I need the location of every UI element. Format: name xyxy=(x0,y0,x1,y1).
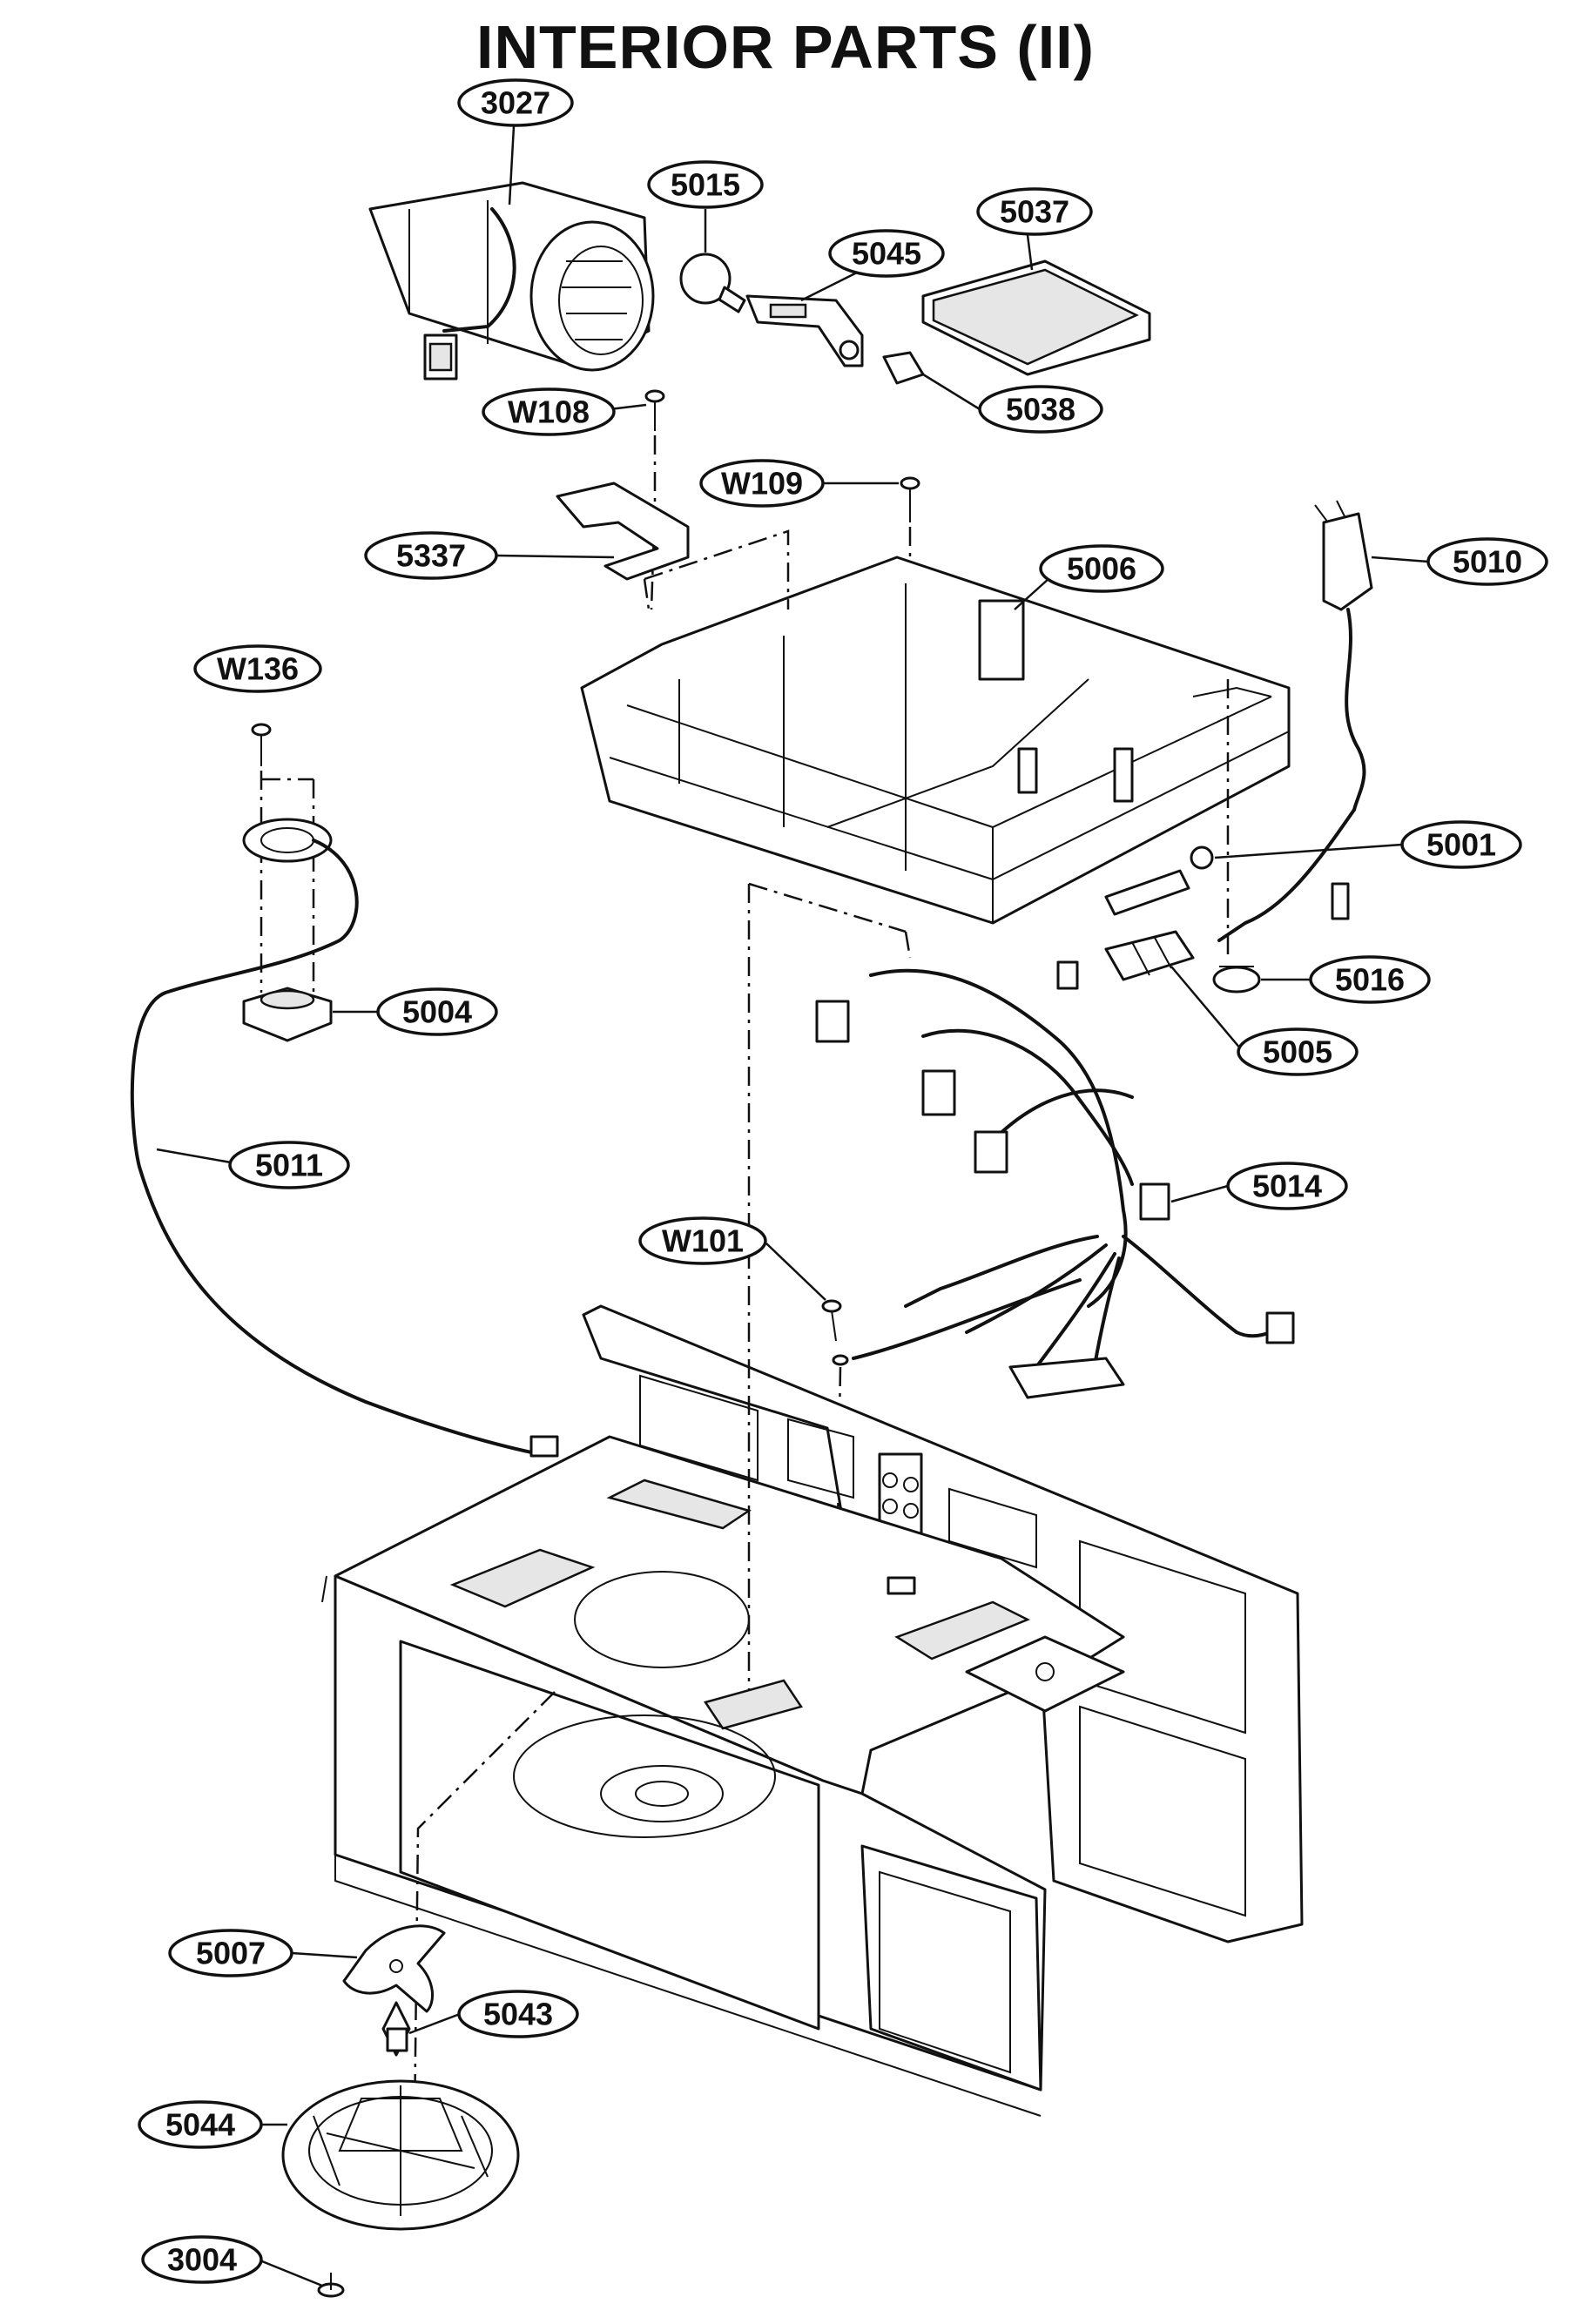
turntable-axis xyxy=(412,1688,558,2204)
callout-label: 5037 xyxy=(1000,194,1069,230)
fuse-drawing xyxy=(1104,845,1214,916)
callout-5001: 5001 xyxy=(1400,820,1522,869)
lamp-cap-drawing xyxy=(882,351,925,385)
screw-w136-drawing xyxy=(251,723,272,766)
callout-label: 5045 xyxy=(852,236,921,272)
callout-label: 5004 xyxy=(402,994,472,1030)
screw-w136-axis xyxy=(260,771,315,993)
callout-label: 5038 xyxy=(1006,392,1075,428)
callout-5037: 5037 xyxy=(976,187,1093,236)
callout-label: 5337 xyxy=(396,538,466,574)
callout-w136: W136 xyxy=(193,644,322,693)
callout-label: 5005 xyxy=(1263,1034,1332,1070)
callout-5043: 5043 xyxy=(457,1990,579,2038)
callout-label: 5044 xyxy=(165,2107,235,2143)
callout-5006: 5006 xyxy=(1039,544,1164,593)
stirrer-wire-connector-drawing xyxy=(529,1435,559,1458)
callout-label: 5006 xyxy=(1067,551,1136,587)
callout-label: 5010 xyxy=(1453,544,1522,580)
stirrer-wire-drawing xyxy=(130,839,542,1456)
callout-5044: 5044 xyxy=(138,2100,263,2149)
blower-fan-motor-drawing xyxy=(368,181,655,381)
callout-5005: 5005 xyxy=(1237,1027,1359,1076)
callout-label: 5014 xyxy=(1252,1169,1322,1204)
callout-w101: W101 xyxy=(638,1216,767,1265)
callout-5016: 5016 xyxy=(1309,955,1431,1004)
tray-mount-axis xyxy=(747,882,912,1689)
callout-label: 5016 xyxy=(1335,962,1405,998)
lamp-bulb-drawing xyxy=(679,253,746,313)
component-tray-drawing xyxy=(580,556,1291,925)
thermal-cutout-drawing xyxy=(1212,966,1261,994)
callout-5007: 5007 xyxy=(168,1929,293,1977)
wire-harness-drawing xyxy=(815,882,1350,1399)
callout-label: W108 xyxy=(508,394,590,430)
screw-w108-drawing xyxy=(644,389,665,431)
callout-5337: 5337 xyxy=(364,531,498,580)
callout-label: 5011 xyxy=(255,1148,323,1183)
callout-5014: 5014 xyxy=(1226,1162,1348,1210)
callout-5045: 5045 xyxy=(828,229,945,278)
callout-5010: 5010 xyxy=(1426,537,1548,586)
callout-label: 5015 xyxy=(671,167,740,203)
plate-5337-axis xyxy=(643,529,790,610)
callout-label: W136 xyxy=(217,651,299,687)
screw-3004-drawing xyxy=(317,2273,345,2298)
lamp-socket-bracket-drawing xyxy=(745,294,864,367)
callout-label: W101 xyxy=(662,1223,744,1259)
callout-5004: 5004 xyxy=(376,987,498,1036)
power-cord-drawing xyxy=(1217,500,1373,942)
grease-filter-drawing xyxy=(921,259,1151,376)
callout-label: W109 xyxy=(721,466,803,502)
callout-5038: 5038 xyxy=(978,385,1103,434)
page-title: INTERIOR PARTS (II) xyxy=(476,13,1095,81)
oven-cavity-chassis-drawing xyxy=(321,1304,1304,2117)
coupler-drawing xyxy=(381,2001,411,2057)
callout-label: 3004 xyxy=(167,2242,237,2278)
callout-w109: W109 xyxy=(699,459,825,508)
turntable-support-drawing xyxy=(281,2079,520,2231)
callout-label: 5043 xyxy=(483,1997,553,2032)
fuse-holder-cover-drawing xyxy=(1104,930,1195,981)
callout-3027: 3027 xyxy=(457,78,574,127)
callout-5015: 5015 xyxy=(647,160,764,209)
callout-w108: W108 xyxy=(482,387,616,436)
plate-5337-drawing xyxy=(556,482,690,581)
callout-label: 5001 xyxy=(1426,827,1496,863)
leader-lines xyxy=(156,125,1429,2287)
screw-w101-drawing xyxy=(821,1299,849,1366)
stirrer-motor-drawing xyxy=(242,818,333,1042)
callout-5011: 5011 xyxy=(228,1141,350,1189)
callout-label: 3027 xyxy=(481,85,550,121)
callout-3004: 3004 xyxy=(141,2235,263,2284)
callout-label: 5007 xyxy=(196,1936,266,1971)
screw-w109-drawing xyxy=(900,476,920,522)
stirrer-blade-drawing xyxy=(342,1924,446,2013)
